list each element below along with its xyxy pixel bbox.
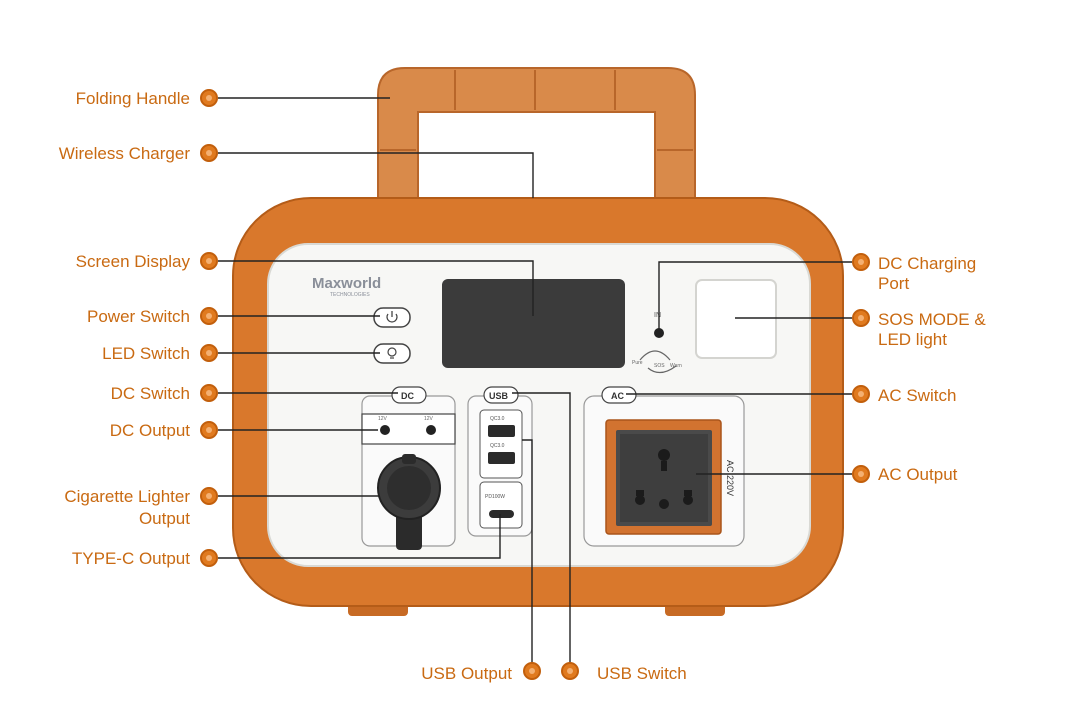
brand-logo: Maxworld TECHNOLOGIES bbox=[312, 275, 381, 298]
usb-switch-button bbox=[483, 386, 519, 404]
svg-text:IN: IN bbox=[654, 312, 661, 319]
svg-text:DC: DC bbox=[401, 391, 414, 401]
usb-a-port-1 bbox=[488, 425, 515, 437]
callout-dot-folding-handle bbox=[200, 89, 218, 107]
svg-text:SOS: SOS bbox=[654, 363, 665, 369]
label-sos-line2: LED light bbox=[878, 330, 947, 349]
screen-display bbox=[442, 279, 625, 368]
label-usb-switch: USB Switch bbox=[597, 664, 687, 683]
label-dc-switch: DC Switch bbox=[110, 384, 190, 403]
usb-section: QC3.0 QC3.0 PD100W USB bbox=[467, 386, 533, 537]
svg-text:12V: 12V bbox=[378, 416, 388, 422]
label-screen-display: Screen Display bbox=[75, 252, 190, 271]
callout-dot-ac-output bbox=[852, 465, 870, 483]
label-dc-charging-line1: DC Charging bbox=[878, 254, 977, 273]
label-sos-line1: SOS MODE & bbox=[878, 310, 986, 329]
mode-selector[interactable]: Pure SOS Warn bbox=[632, 350, 682, 374]
ac-switch-button bbox=[601, 386, 637, 404]
svg-text:QC3.0: QC3.0 bbox=[490, 443, 505, 449]
svg-text:12V: 12V bbox=[424, 416, 434, 422]
label-ac-output: AC Output bbox=[878, 465, 958, 484]
svg-text:USB: USB bbox=[489, 391, 509, 401]
svg-text:Warn: Warn bbox=[670, 363, 682, 369]
leader-lines bbox=[218, 97, 852, 665]
dc-output-port-1 bbox=[380, 425, 390, 435]
label-power-switch: Power Switch bbox=[87, 307, 190, 326]
svg-text:QC3.0: QC3.0 bbox=[490, 416, 505, 422]
label-led-switch: LED Switch bbox=[102, 344, 190, 363]
label-wireless-charger: Wireless Charger bbox=[58, 144, 190, 163]
ac-section: AC AC 220V bbox=[583, 386, 745, 547]
label-cigarette-lighter-line1: Cigarette Lighter bbox=[64, 487, 190, 506]
label-dc-charging-line2: Port bbox=[878, 274, 910, 293]
svg-text:PD100W: PD100W bbox=[485, 494, 505, 500]
dc-switch-button bbox=[391, 386, 427, 404]
callout-dot-typec-output bbox=[200, 549, 218, 567]
label-usb-output: USB Output bbox=[421, 664, 512, 683]
callout-dot-led-switch bbox=[200, 344, 218, 362]
sos-led-light-pad bbox=[695, 279, 777, 359]
callout-dot-sos-mode bbox=[852, 309, 870, 327]
svg-text:Maxworld: Maxworld bbox=[312, 275, 381, 292]
callout-dot-dc-output bbox=[200, 421, 218, 439]
dc-output-port-2 bbox=[426, 425, 436, 435]
usb-a-port-2 bbox=[488, 452, 515, 464]
label-cigarette-lighter-line2: Output bbox=[138, 509, 190, 528]
label-folding-handle: Folding Handle bbox=[75, 89, 190, 108]
svg-text:AC: AC bbox=[611, 391, 624, 401]
label-typec-output: TYPE-C Output bbox=[71, 549, 190, 568]
dc-section: 12V 12V DC bbox=[361, 386, 456, 550]
svg-text:AC 220V: AC 220V bbox=[725, 460, 735, 496]
callout-dot-usb-switch bbox=[561, 662, 579, 680]
callout-dot-screen-display bbox=[200, 252, 218, 270]
power-button[interactable] bbox=[373, 307, 411, 328]
callout-dot-dc-switch bbox=[200, 384, 218, 402]
svg-text:TECHNOLOGIES: TECHNOLOGIES bbox=[330, 292, 370, 298]
callout-dot-dc-charging-port bbox=[852, 253, 870, 271]
folding-handle bbox=[377, 67, 696, 211]
svg-text:Pure: Pure bbox=[632, 360, 643, 366]
callout-dot-power-switch bbox=[200, 307, 218, 325]
callout-dot-usb-output bbox=[523, 662, 541, 680]
callout-dot-wireless-charger bbox=[200, 144, 218, 162]
label-ac-switch: AC Switch bbox=[878, 386, 957, 405]
callout-dot-ac-switch bbox=[852, 385, 870, 403]
label-dc-output: DC Output bbox=[109, 421, 190, 440]
type-c-port bbox=[489, 510, 514, 518]
callout-dot-cigarette-lighter bbox=[200, 487, 218, 505]
